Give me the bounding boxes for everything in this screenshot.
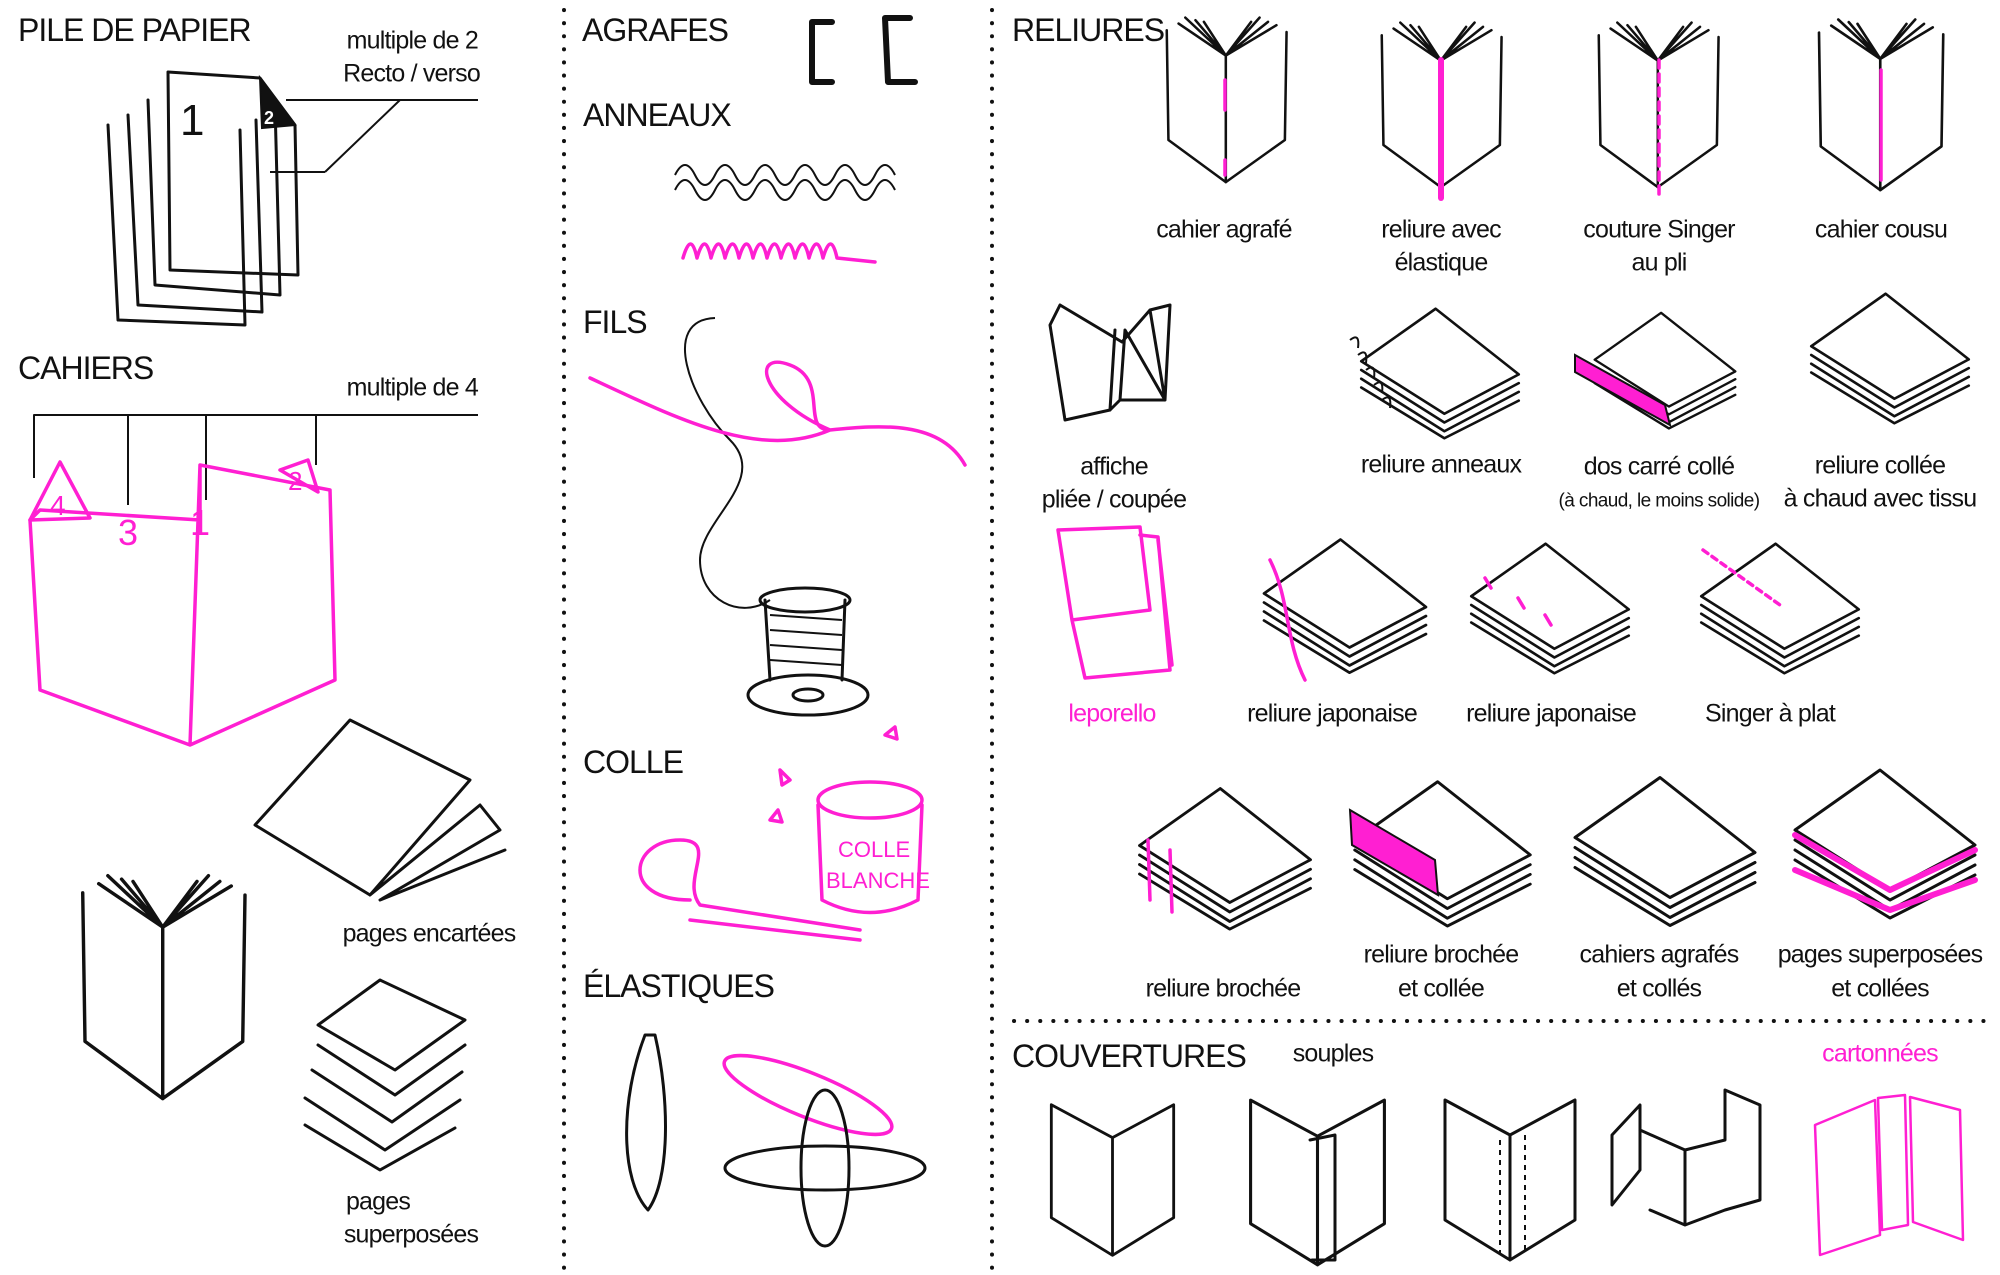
rings-drawing: [674, 164, 896, 264]
glued-spine-mark: [1574, 353, 1672, 427]
brochee-stitch-mark: [1146, 838, 1174, 914]
cover-stitch-lines: [1499, 1135, 1526, 1255]
label-cahiers-agrafes: cahiers agrafés: [1579, 940, 1740, 969]
label-dos-carre-colle: dos carré collé: [1583, 452, 1735, 481]
page-number-2: 2: [264, 108, 274, 128]
label-reliure-collee: reliure collée: [1814, 451, 1946, 480]
label-pages-encartees: pages encartées: [342, 919, 517, 948]
note-multiple-de-4: multiple de 4: [346, 373, 479, 402]
label-souples: souples: [1292, 1039, 1374, 1068]
cover-souple-3-drawing: [1443, 1098, 1577, 1262]
label-cahier-agrafe: cahier agrafé: [1156, 215, 1292, 244]
label-cartonnees: cartonnées: [1822, 1039, 1939, 1068]
glue-jar-label-2: BLANCHE: [826, 868, 930, 893]
glue-drawing: COLLE BLANCHE: [638, 725, 930, 942]
heading-agrafes: AGRAFES: [582, 12, 729, 48]
reliure-collee-tissu-drawing: [1809, 292, 1971, 425]
japanese-holes-mark: [1483, 576, 1553, 627]
heading-couvertures: COUVERTURES: [1012, 1038, 1247, 1074]
heading-colle: COLLE: [583, 744, 684, 780]
label-affiche: affiche: [1080, 452, 1148, 481]
page-number-1: 1: [180, 96, 204, 145]
thread-drawing: [588, 317, 967, 717]
label-couture-singer: couture Singer: [1583, 215, 1735, 244]
label-a-chaud-moins-solide: (à chaud, le moins solide): [1558, 490, 1761, 512]
cover-souple-2-drawing: [1248, 1098, 1387, 1267]
glued-spine-mark-2: [1348, 808, 1440, 897]
label-pages-superposees: pages superposées: [1777, 940, 1983, 969]
label-reliure-japonaise-2: reliure japonaise: [1466, 699, 1637, 728]
cover-cartonnee-drawing: [1813, 1093, 1965, 1257]
japanese-stitch-mark: [1268, 558, 1307, 682]
page-number-2b: 2: [288, 466, 302, 496]
label-reliure-brochee: reliure brochée: [1145, 974, 1302, 1003]
reliure-brochee-drawing: [1137, 786, 1313, 931]
label-et-collee: et collée: [1398, 974, 1485, 1003]
pages-encartees-drawing: [253, 718, 507, 902]
label-leporello: leporello: [1068, 699, 1156, 728]
heading-cahiers: CAHIERS: [18, 350, 154, 386]
affiche-drawing: [1048, 303, 1172, 422]
rings-marks: [1349, 336, 1392, 409]
label-a-chaud-avec-tissu: à chaud avec tissu: [1783, 484, 1977, 513]
label-elastique: élastique: [1394, 248, 1489, 277]
heading-reliures: RELIURES: [1012, 12, 1165, 48]
singer-a-plat-drawing: [1699, 542, 1861, 675]
label-et-collees: et collées: [1831, 974, 1929, 1003]
glue-jar-label-1: COLLE: [838, 837, 910, 862]
label-reliure-anneaux: reliure anneaux: [1360, 450, 1522, 479]
reliure-japonaise-1-drawing: [1262, 537, 1428, 675]
cover-souple-4-drawing: [1610, 1088, 1762, 1227]
label-singer-a-plat: Singer à plat: [1705, 699, 1836, 728]
label-pages: pages: [345, 1187, 411, 1216]
singer-flat-stitch: [1701, 548, 1782, 607]
label-et-colles: et collés: [1616, 974, 1702, 1003]
reliure-japonaise-2-drawing: [1469, 542, 1631, 675]
pages-superposees-collees-drawing: [1793, 768, 1977, 920]
paper-pile-drawing: 1 2: [106, 70, 478, 327]
label-pliee-coupee: pliée / coupée: [1041, 485, 1187, 514]
note-multiple-de-2: multiple de 2: [346, 26, 479, 55]
heading-fils: FILS: [583, 304, 648, 340]
cahiers-agrafes-colles-drawing: [1573, 775, 1757, 928]
page-number-1b: 1: [190, 502, 210, 543]
label-reliure-brochee-2: reliure brochée: [1363, 940, 1520, 969]
elastic-bands-drawing: [625, 1033, 927, 1248]
heading-elastiques: ÉLASTIQUES: [583, 968, 775, 1004]
label-au-pli: au pli: [1631, 248, 1688, 277]
cover-souple-1-drawing: [1049, 1103, 1176, 1257]
page-number-4: 4: [50, 490, 66, 521]
cover-spine: [1308, 1133, 1337, 1262]
leporello-drawing: [1056, 525, 1174, 680]
reliure-anneaux-drawing: [1359, 307, 1521, 440]
note-recto-verso: Recto / verso: [343, 59, 481, 88]
label-superposees: superposées: [343, 1220, 479, 1249]
heading-anneaux: ANNEAUX: [583, 97, 732, 133]
cahier-drawing: 4 3 1 2: [28, 414, 478, 747]
label-reliure-japonaise-1: reliure japonaise: [1247, 699, 1418, 728]
open-cahier-drawing: [80, 873, 247, 1101]
page-number-3: 3: [118, 512, 138, 553]
heading-pile-de-papier: PILE DE PAPIER: [18, 12, 252, 48]
label-cahier-cousu: cahier cousu: [1814, 215, 1948, 244]
staples-drawing: [809, 15, 918, 85]
pages-superposees-drawing: [303, 978, 467, 1172]
glue-layers-mark: [1792, 832, 1978, 913]
label-reliure-avec: reliure avec: [1381, 215, 1501, 244]
